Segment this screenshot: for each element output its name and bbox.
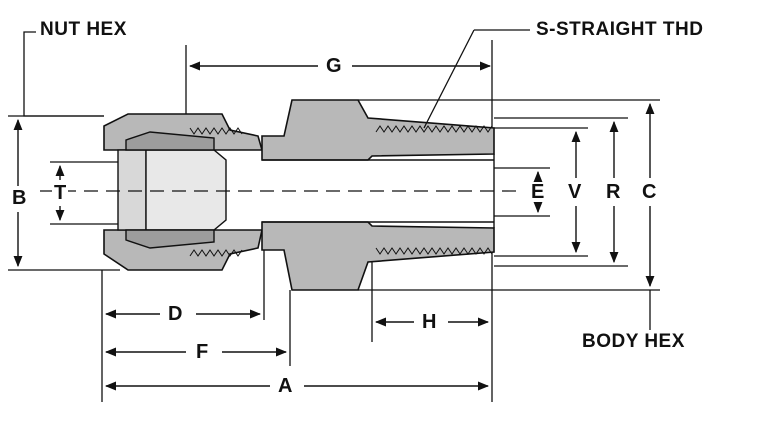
- dimension-label-b: B: [10, 187, 29, 209]
- body-threads: [375, 125, 493, 255]
- body-hex-label: BODY HEX: [580, 331, 687, 352]
- dimension-label-c: C: [640, 181, 659, 203]
- dimension-label-r: R: [604, 181, 623, 203]
- dimension-lines: [13, 61, 655, 391]
- dimension-label-a: A: [276, 375, 295, 397]
- dimension-label-v: V: [566, 181, 584, 203]
- dimension-label-f: F: [194, 341, 211, 363]
- dimension-label-h: H: [420, 311, 439, 333]
- ferrule-area: [117, 131, 227, 249]
- dimension-label-t: T: [52, 182, 69, 204]
- extension-lines: [8, 29, 660, 402]
- dimension-label-e: E: [529, 181, 547, 203]
- dimension-label-g: G: [324, 55, 344, 77]
- bore: [40, 154, 520, 228]
- nut-threads: [189, 127, 243, 257]
- straight-thread-label: S-STRAIGHT THD: [534, 19, 706, 40]
- dimension-label-d: D: [166, 303, 185, 325]
- nut-hex-label: NUT HEX: [38, 19, 129, 40]
